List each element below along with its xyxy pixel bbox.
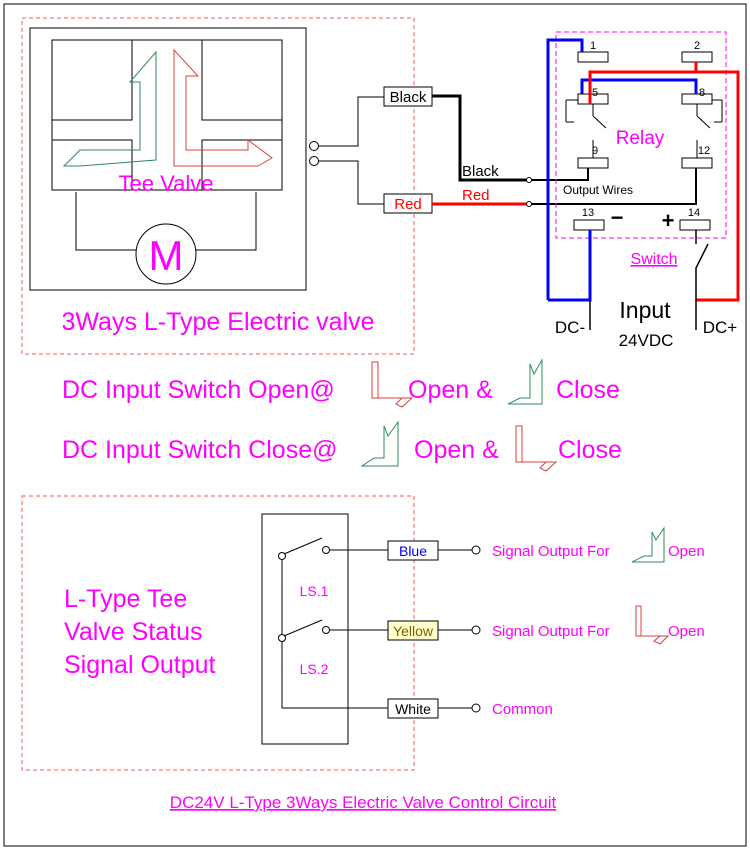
logic-line-1-mid: Open & [408,376,493,404]
motor-wiring [75,192,257,251]
red-l-arrow-icon [371,361,414,408]
valve-section-border [21,17,415,355]
black-wire-label: Black [462,163,499,180]
ls2-label: LS.2 [300,661,329,677]
blue-output-label: Signal Output For [492,543,610,560]
relay-pin-8-label: 8 [699,87,705,99]
power-voltage-label: 24VDC [619,331,674,350]
motor-icon [135,223,197,285]
tee-channel-outline [52,40,282,190]
relay-pin-9-label: 9 [592,145,598,157]
red-wire-label: Red [462,187,490,204]
relay-pin-8 [681,93,713,105]
yellow-output-label: Signal Output For [492,623,610,640]
ls1-pivot [278,552,286,560]
common-bus [281,556,388,709]
valve-caption: 3Ways L-Type Electric valve [61,308,374,336]
tee-valve-box [51,39,283,191]
relay-pin-12 [681,157,713,169]
status-title-line-3: Signal Output [64,651,216,679]
relay-pin-5-label: 5 [592,87,598,99]
yellow-output-terminal [471,625,481,635]
black-wire-tag-text: Black [390,89,427,106]
ls1-label: LS.1 [300,583,329,599]
relay-pin-1 [577,51,609,63]
relay-contact-left [565,99,607,158]
blue-common-bridge [580,78,698,94]
white-output-terminal [471,703,481,713]
dc-positive-label: DC+ [703,318,738,337]
relay-pin-2-label: 2 [694,40,700,52]
relay-minus-sign: − [611,205,624,230]
red-l-arrow-icon-2 [515,425,558,472]
ls2-pivot [278,634,286,642]
open-green-icon [631,526,665,563]
output-leads [438,549,472,709]
output-wires-label: Output Wires [563,183,633,197]
yellow-wire-tag-text: Yellow [393,623,434,639]
status-title-line-2: Valve Status [64,618,203,646]
relay-pin-13-label: 13 [582,207,594,219]
power-input-label: Input [619,297,671,323]
red-wire-junction [526,201,532,207]
red-flow-arrow-icon [173,48,273,167]
blue-wire-tag-text: Blue [399,543,427,559]
input-switch-icon [695,230,709,300]
status-title-line-1: L-Type Tee [64,585,187,613]
ls1-arm [283,537,323,555]
relay-label: Relay [616,128,665,149]
relay-outline [555,31,727,239]
white-wire-tag-text: White [395,701,431,717]
open-red-icon [635,605,670,645]
black-lead [318,96,384,147]
green-flow-arrow-icon [62,50,157,167]
relay-pin-14-label: 14 [688,207,700,219]
red-lead [318,160,384,205]
blue-output-terminal [471,545,481,555]
valve-body-outline [29,27,307,291]
valve-terminal-bottom [309,156,319,166]
switch-label: Switch [630,251,677,268]
ls2-arm [283,619,323,637]
logic-line-2-prefix: DC Input Switch Close@ [62,436,337,464]
relay-pin-14 [679,219,711,231]
red-wire-tag-text: Red [394,196,422,213]
logic-line-2-end: Close [558,436,622,464]
relay-plus-sign: + [662,208,675,233]
ls1-contact [322,546,330,554]
page-frame [3,3,747,847]
relay-pin-2 [681,51,713,63]
black-wire [432,94,528,182]
power-terminals [589,300,697,330]
dc-positive-feed [588,70,740,302]
limit-switch-box [261,513,349,745]
valve-terminal-top [309,141,319,151]
motor-symbol: M [149,232,184,279]
ls2-contact [322,626,330,634]
black-wire-junction [526,177,532,183]
logic-line-2-mid: Open & [414,436,499,464]
relay-pin-13 [573,219,605,231]
yellow-output-state: Open [668,623,705,640]
blue-output-state: Open [668,543,705,560]
dc-negative-label: DC- [555,318,585,337]
relay-contact-right [696,99,723,158]
green-l-arrow-icon-2 [360,420,399,467]
relay-pin-1-label: 1 [590,40,596,52]
relay-pin-12-label: 12 [698,145,710,157]
tee-valve-label: Tee Valve [119,171,214,196]
common-output-label: Common [492,701,553,718]
dc-negative-to-coil [548,230,592,302]
footer-title: DC24V L-Type 3Ways Electric Valve Contro… [170,793,557,812]
relay-pin-9 [577,157,609,169]
green-l-arrow-icon [507,358,543,405]
output-wire-b [531,160,697,205]
dc-negative-feed [546,38,584,300]
logic-line-1-end: Close [556,376,620,404]
logic-line-1-prefix: DC Input Switch Open@ [62,376,335,404]
